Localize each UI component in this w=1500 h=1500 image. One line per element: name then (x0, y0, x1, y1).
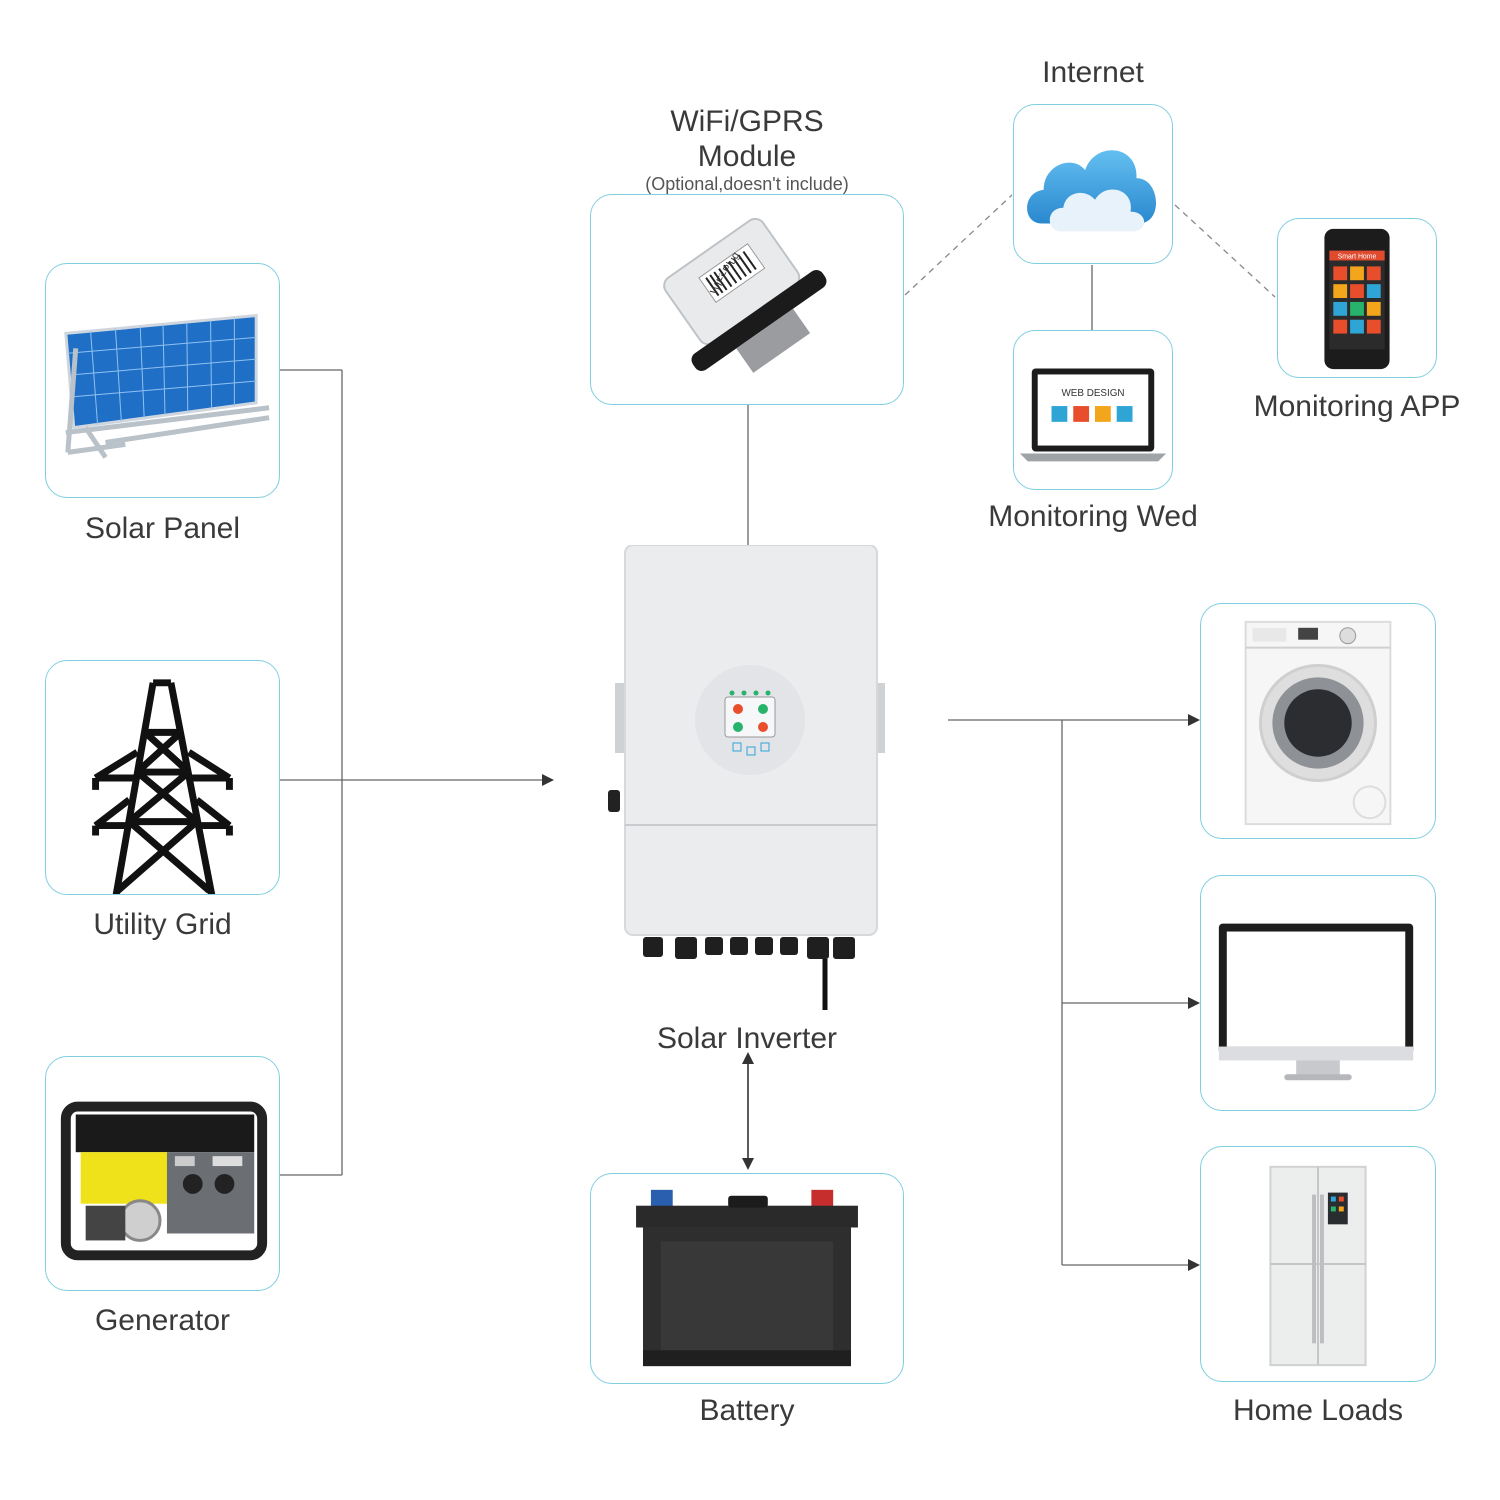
solar-inverter-label: Solar Inverter (656, 1022, 838, 1055)
transmission-tower-icon (92, 679, 233, 894)
solar-panel-box (45, 263, 280, 498)
monitoring-app-label: Monitoring APP (1253, 390, 1461, 423)
inverter-icon (608, 544, 885, 1010)
cloud-icon (1027, 150, 1157, 232)
solar-panel-icon (64, 313, 270, 459)
laptop-icon: WEB DESIGN (1019, 368, 1167, 462)
utility-grid-label: Utility Grid (93, 908, 232, 941)
monitor-box (1200, 875, 1436, 1111)
internet-box (1013, 104, 1173, 264)
input-bus (280, 369, 554, 1176)
generator-label: Generator (94, 1304, 231, 1337)
wifi-dongle-icon: WiFi-Plug (663, 217, 827, 373)
solar-inverter (605, 544, 895, 1015)
battery-label: Battery (699, 1394, 795, 1427)
monitoring-web-label: Monitoring Wed (988, 500, 1198, 533)
internet-label: Internet (1042, 56, 1144, 89)
wifi-module-title: WiFi/GPRS Module (590, 104, 904, 174)
generator-box (45, 1056, 280, 1291)
smart-home-text: Smart Home (1338, 254, 1377, 261)
refrigerator-box (1200, 1146, 1436, 1382)
monitoring-web-box: WEB DESIGN (1013, 330, 1173, 490)
washing-machine-box (1200, 603, 1436, 839)
solar-panel-label: Solar Panel (84, 512, 241, 545)
dashed-internet-app (1174, 204, 1276, 298)
washing-machine-icon (1244, 620, 1392, 826)
wifi-module-title-line1: WiFi/GPRS (670, 105, 824, 138)
refrigerator-icon (1269, 1165, 1367, 1367)
wifi-module-title-line2: Module (697, 140, 797, 173)
monitor-icon (1218, 923, 1414, 1081)
output-bus (948, 714, 1200, 1271)
dashed-wifi-internet (904, 194, 1013, 296)
battery-icon (636, 1189, 858, 1367)
battery-box (590, 1173, 904, 1384)
wifi-module-note: (Optional,doesn't include) (645, 174, 849, 194)
home-loads-label: Home Loads (1232, 1394, 1404, 1427)
generator-icon (60, 1101, 268, 1261)
smartphone-icon: Smart Home (1324, 228, 1390, 370)
utility-grid-box (45, 660, 280, 895)
monitoring-app-box: Smart Home (1277, 218, 1437, 378)
web-design-text: WEB DESIGN (1062, 388, 1125, 399)
wifi-module-box: WiFi-Plug (590, 194, 904, 405)
